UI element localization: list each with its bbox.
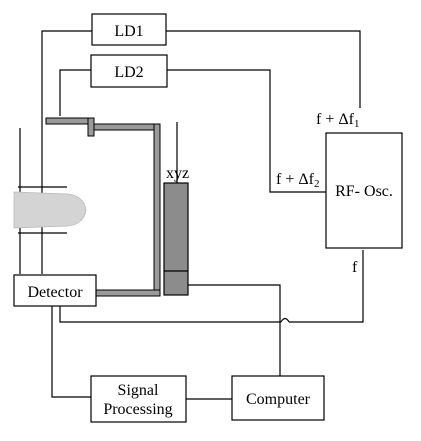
rf-osc-box	[325, 132, 403, 249]
rf-osc-label: RF- Osc.	[335, 183, 393, 200]
wire-ld2-rf	[167, 69, 326, 193]
ld2-label: LD2	[114, 64, 143, 81]
signal-processing-label-2: Processing	[103, 401, 172, 418]
xyz-label: xyz	[166, 165, 189, 182]
wire-hop	[280, 317, 290, 323]
detector-label: Detector	[27, 284, 83, 301]
xyz-stage	[163, 182, 189, 296]
wire-ld1-detector	[41, 30, 92, 274]
wire-detector-signal	[51, 306, 91, 398]
wire-ld1-rf	[166, 30, 361, 108]
computer-box	[231, 375, 325, 421]
probe-arm	[45, 117, 161, 297]
ld1-box	[91, 13, 167, 46]
signal-processing-box	[90, 375, 187, 423]
wire-stage-computer	[188, 284, 281, 376]
freq-label-f: f	[352, 259, 358, 276]
particle-beam	[13, 191, 87, 229]
freq-label-1-sub: 1	[354, 118, 360, 130]
ld2-box	[90, 54, 168, 88]
ld1-label: LD1	[114, 23, 143, 40]
wire-rf-f	[289, 250, 364, 323]
wires	[41, 30, 364, 400]
freq-label-1: f + Δf1	[316, 111, 359, 130]
freq-label-2: f + Δf2	[276, 171, 319, 190]
freq-label-2-sub: 2	[314, 178, 320, 190]
freq-label-2-main: f + Δf	[276, 171, 315, 188]
wire-ld2-left	[59, 69, 91, 116]
detector-box	[13, 274, 97, 307]
signal-processing-label-1: Signal	[118, 382, 159, 399]
wire-loop-left	[59, 306, 281, 323]
computer-label: Computer	[246, 391, 311, 408]
freq-label-1-main: f + Δf	[316, 111, 355, 128]
